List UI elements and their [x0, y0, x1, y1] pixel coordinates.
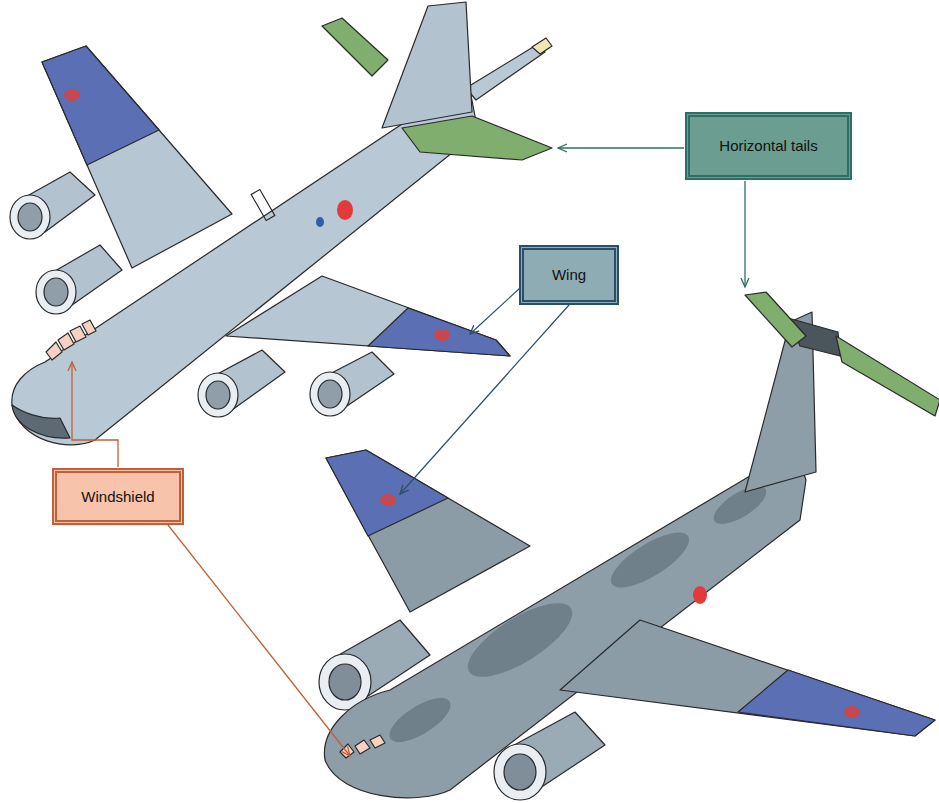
windshield-leaders — [72, 362, 350, 756]
wing-leaders — [400, 288, 569, 494]
label-text: Horizontal tails — [719, 137, 817, 155]
label-box: Horizontal tails — [685, 112, 852, 180]
upper-aircraft — [10, 2, 552, 445]
label-box: Windshield — [52, 468, 184, 525]
lower-aircraft — [319, 292, 939, 800]
label-box: Wing — [519, 245, 619, 305]
label-text: Windshield — [81, 488, 154, 506]
label-text: Wing — [552, 266, 586, 284]
